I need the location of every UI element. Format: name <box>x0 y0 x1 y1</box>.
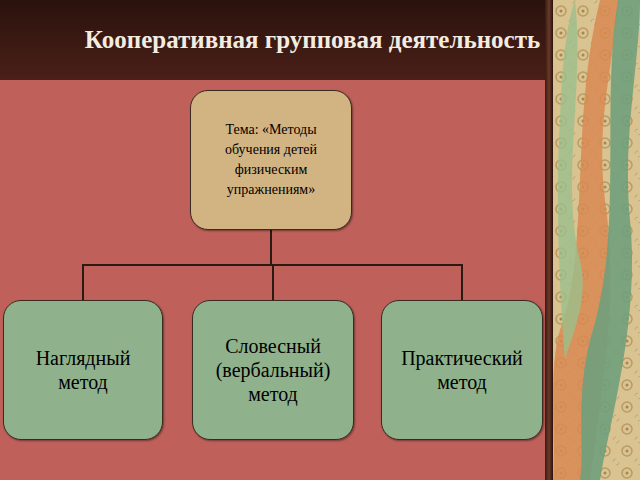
topic-box: Тема: «Методы обучения детей физическим … <box>190 90 352 230</box>
slide-title: Кооперативная групповая деятельность <box>0 0 625 80</box>
node-label: Тема: «Методы обучения детей физическим … <box>205 120 337 200</box>
node-label: Словесный (вербальный) метод <box>199 334 347 406</box>
method-box: Наглядный метод <box>3 300 163 440</box>
tree-connector <box>83 230 271 300</box>
method-box: Практический метод <box>381 300 543 440</box>
node-label: Наглядный метод <box>14 346 152 394</box>
tree-connector <box>271 230 462 300</box>
method-box: Словесный (вербальный) метод <box>192 300 354 440</box>
node-label: Практический метод <box>388 346 536 394</box>
